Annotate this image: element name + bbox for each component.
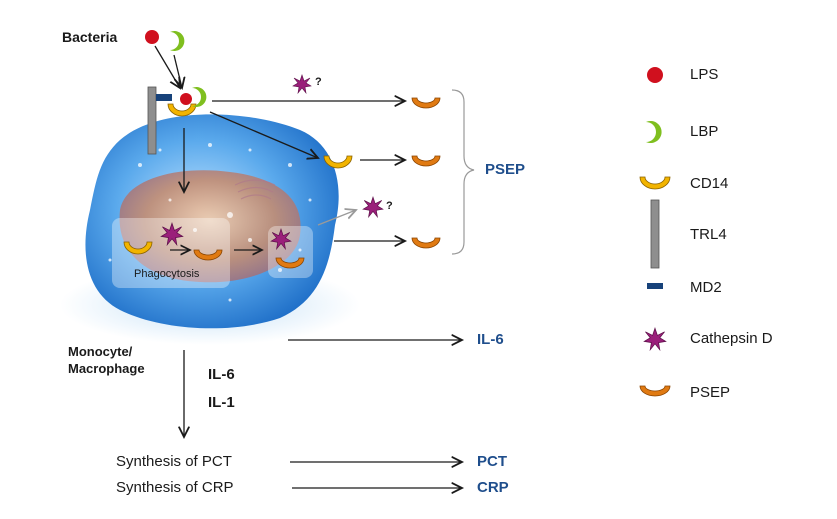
- psep-brace: [451, 89, 475, 255]
- lps-bound: [180, 93, 192, 105]
- psep-1: [411, 97, 441, 109]
- legend-psep-label: PSEP: [690, 384, 731, 401]
- il6-output: IL-6: [477, 331, 504, 348]
- cathepsin-mid: [362, 196, 384, 218]
- bacteria-lbp: [170, 30, 185, 52]
- legend-md2-label: MD2: [690, 279, 722, 296]
- arrow-grey-cathepsin: [317, 210, 356, 226]
- lbp-bound: [192, 87, 207, 108]
- psep-vesicle: [275, 257, 305, 269]
- md2-marker: [156, 94, 172, 101]
- bacteria-lps: [145, 30, 159, 44]
- cathepsin-top: [292, 74, 312, 94]
- monocyte-label-1: Monocyte/: [68, 344, 133, 359]
- trl4-icon: [650, 199, 660, 269]
- cd14-phago: [123, 241, 153, 255]
- synthesis-crp-label: Synthesis of CRP: [116, 479, 234, 496]
- il1-cytokine-label: IL-1: [208, 394, 235, 411]
- synthesis-pct-label: Synthesis of PCT: [116, 453, 232, 470]
- il6-cytokine-label: IL-6: [208, 366, 235, 383]
- bacteria-label: Bacteria: [62, 29, 118, 45]
- psep-output: PSEP: [485, 161, 526, 178]
- psep-icon: [639, 385, 671, 397]
- question-mark-mid: ?: [386, 200, 393, 212]
- psep-phago: [193, 249, 223, 261]
- lps-icon: [647, 67, 663, 83]
- monocyte-label-2: Macrophage: [68, 361, 145, 376]
- legend-lbp-label: LBP: [690, 123, 719, 140]
- legend-cd14-label: CD14: [690, 175, 729, 192]
- legend-trl4-label: TRL4: [690, 226, 727, 243]
- question-mark-top: ?: [315, 76, 322, 88]
- cathepsin-d-icon: [643, 327, 667, 351]
- pct-output: PCT: [477, 453, 507, 470]
- phagocytosis-label: Phagocytosis: [134, 268, 200, 280]
- md2-icon: [647, 283, 663, 289]
- arrow-diagonal-to-cd14: [209, 111, 318, 158]
- cell-speckles: [108, 143, 312, 302]
- cd14-bound: [167, 103, 197, 117]
- cd14-icon: [639, 176, 671, 190]
- phagocytosis-box: [112, 218, 230, 288]
- legend-cathepsin-label: Cathepsin D: [690, 330, 773, 347]
- arrow-lbp-to-receptor: [173, 54, 182, 88]
- psep-3: [411, 237, 441, 249]
- trl4-receptor: [147, 86, 157, 155]
- crp-output: CRP: [477, 479, 509, 496]
- cd14-free: [323, 155, 353, 169]
- golgi: [234, 179, 276, 200]
- legend-lps-label: LPS: [690, 66, 719, 83]
- psep-2: [411, 155, 441, 167]
- lbp-icon: [646, 120, 662, 143]
